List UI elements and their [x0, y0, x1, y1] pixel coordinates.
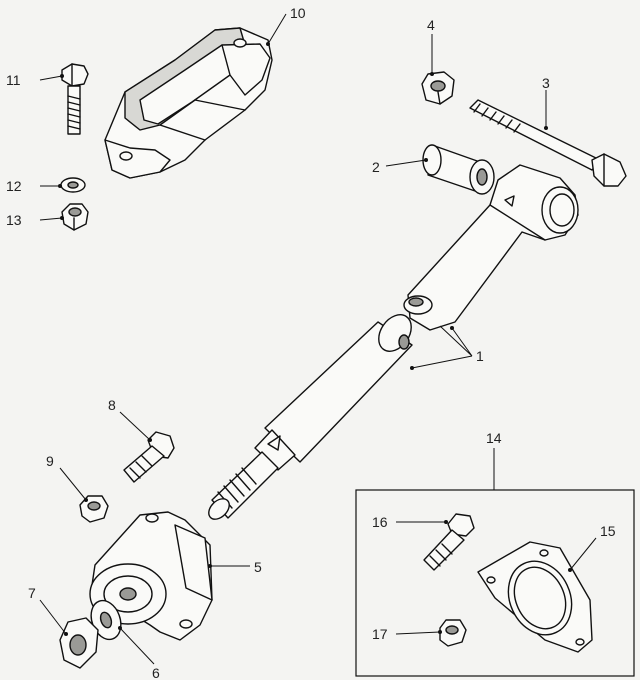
- radius-arm-upper-part-1: [403, 164, 579, 331]
- mounting-bracket-part-10: [104, 27, 273, 179]
- bolt-part-16: [423, 513, 475, 571]
- bush-part-2: [422, 144, 495, 195]
- callout-1: 1: [476, 348, 484, 364]
- callout-16: 16: [372, 514, 388, 530]
- callout-15: 15: [600, 523, 616, 539]
- nut-part-13: [61, 203, 89, 231]
- nut-part-17: [439, 619, 467, 647]
- flange-bush-part-5: [89, 511, 213, 641]
- callout-13: 13: [6, 212, 22, 228]
- gasket-part-15: [477, 541, 593, 653]
- callout-17: 17: [372, 626, 388, 642]
- nut-part-7: [59, 617, 99, 669]
- long-bolt-part-3: [469, 99, 627, 187]
- callout-10: 10: [290, 5, 306, 21]
- bolt-part-8: [123, 431, 175, 483]
- callout-4: 4: [427, 17, 435, 33]
- callout-2: 2: [372, 159, 380, 175]
- leader-lines: [39, 13, 597, 665]
- callout-14: 14: [486, 430, 502, 446]
- callout-6: 6: [152, 665, 160, 680]
- callout-9: 9: [46, 453, 54, 469]
- nut-part-9: [79, 495, 109, 523]
- callout-3: 3: [542, 75, 550, 91]
- callout-8: 8: [108, 397, 116, 413]
- callout-11: 11: [6, 72, 21, 88]
- nut-part-4: [421, 71, 455, 105]
- callout-5: 5: [254, 559, 262, 575]
- kit-box-part-14: [355, 489, 635, 677]
- callout-numbers: 10 11 12 13 4 3 2 1 8 9 5 6 7 14 15 16 1…: [6, 5, 616, 680]
- washer-part-12: [60, 177, 86, 193]
- radius-arm-lower-part-1: [208, 314, 413, 520]
- callout-12: 12: [6, 178, 22, 194]
- callout-7: 7: [28, 585, 36, 601]
- bolt-part-11: [61, 63, 89, 135]
